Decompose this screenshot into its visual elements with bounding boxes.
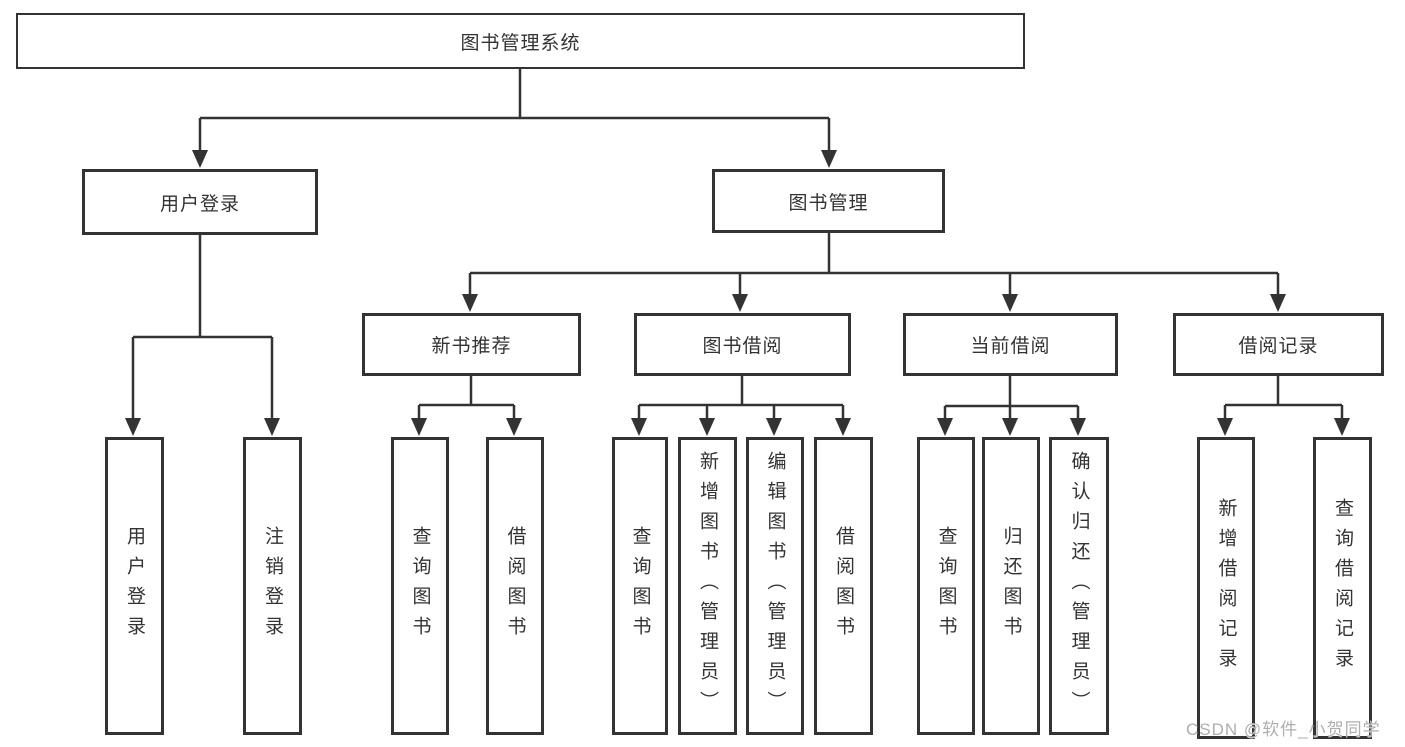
connector-borrow-records-children — [1217, 376, 1350, 436]
leaf-label: 确认归还（管理员） — [1068, 451, 1090, 721]
connector-current-borrow-children — [937, 376, 1086, 436]
connector-new-books-children — [411, 376, 522, 436]
arrowhead — [631, 418, 647, 436]
arrowhead — [1217, 418, 1233, 436]
arrowhead — [937, 418, 953, 436]
leaf-query-books-recommend: 查询图书 — [391, 437, 449, 735]
leaf-label: 借阅图书 — [504, 526, 526, 646]
connector-book-mgmt-children — [462, 233, 1286, 312]
arrowhead — [125, 418, 141, 436]
arrowhead — [1270, 294, 1286, 312]
arrowhead — [1002, 418, 1018, 436]
arrowhead — [821, 150, 837, 168]
leaf-label: 注销登录 — [262, 526, 283, 646]
connector-book-borrow-children — [631, 376, 851, 436]
csdn-watermark: CSDN @软件_小贺同学 — [1186, 720, 1381, 739]
leaf-label: 归还图书 — [1000, 526, 1022, 646]
leaf-user-login: 用户登录 — [105, 437, 164, 735]
arrowhead — [411, 418, 427, 436]
leaf-borrow-books-recommend: 借阅图书 — [486, 437, 544, 735]
leaf-label: 查询图书 — [409, 526, 431, 646]
arrowhead — [699, 418, 715, 436]
arrowhead — [506, 418, 522, 436]
node-book-borrow: 图书借阅 — [634, 313, 851, 376]
arrowhead — [1002, 294, 1018, 312]
connector-root-children — [192, 68, 837, 168]
leaf-label: 借阅图书 — [833, 526, 854, 646]
arrowhead — [766, 418, 782, 436]
arrowhead — [264, 418, 280, 436]
arrowhead — [462, 294, 478, 312]
node-new-book-recommend: 新书推荐 — [362, 313, 581, 376]
arrowhead — [732, 294, 748, 312]
leaf-label: 查询图书 — [935, 526, 957, 646]
leaf-label: 编辑图书（管理员） — [764, 451, 786, 721]
leaf-add-borrow-record: 新增借阅记录 — [1197, 437, 1255, 739]
node-user-login: 用户登录 — [82, 169, 318, 235]
leaf-return-books: 归还图书 — [982, 437, 1040, 735]
leaf-add-books-admin: 新增图书（管理员） — [678, 437, 737, 735]
arrowhead — [1070, 418, 1086, 436]
node-root-system: 图书管理系统 — [16, 13, 1025, 69]
node-borrow-records: 借阅记录 — [1173, 313, 1384, 376]
leaf-label: 用户登录 — [124, 526, 145, 646]
leaf-label: 查询图书 — [629, 526, 651, 646]
arrowhead — [192, 150, 208, 168]
leaf-logout: 注销登录 — [243, 437, 302, 735]
leaf-query-books-current: 查询图书 — [917, 437, 975, 735]
arrowhead — [835, 418, 851, 436]
leaf-edit-books-admin: 编辑图书（管理员） — [746, 437, 804, 735]
node-book-management: 图书管理 — [712, 169, 945, 233]
connector-user-login-children — [125, 234, 280, 436]
leaf-label: 新增图书（管理员） — [697, 451, 718, 721]
node-current-borrow: 当前借阅 — [903, 313, 1118, 376]
leaf-borrow-books: 借阅图书 — [814, 437, 873, 735]
leaf-query-borrow-record: 查询借阅记录 — [1313, 437, 1372, 739]
arrowhead — [1334, 418, 1350, 436]
leaf-confirm-return-admin: 确认归还（管理员） — [1049, 437, 1109, 735]
leaf-label: 新增借阅记录 — [1215, 498, 1237, 678]
leaf-query-books-borrow: 查询图书 — [612, 437, 668, 735]
leaf-label: 查询借阅记录 — [1332, 498, 1353, 678]
